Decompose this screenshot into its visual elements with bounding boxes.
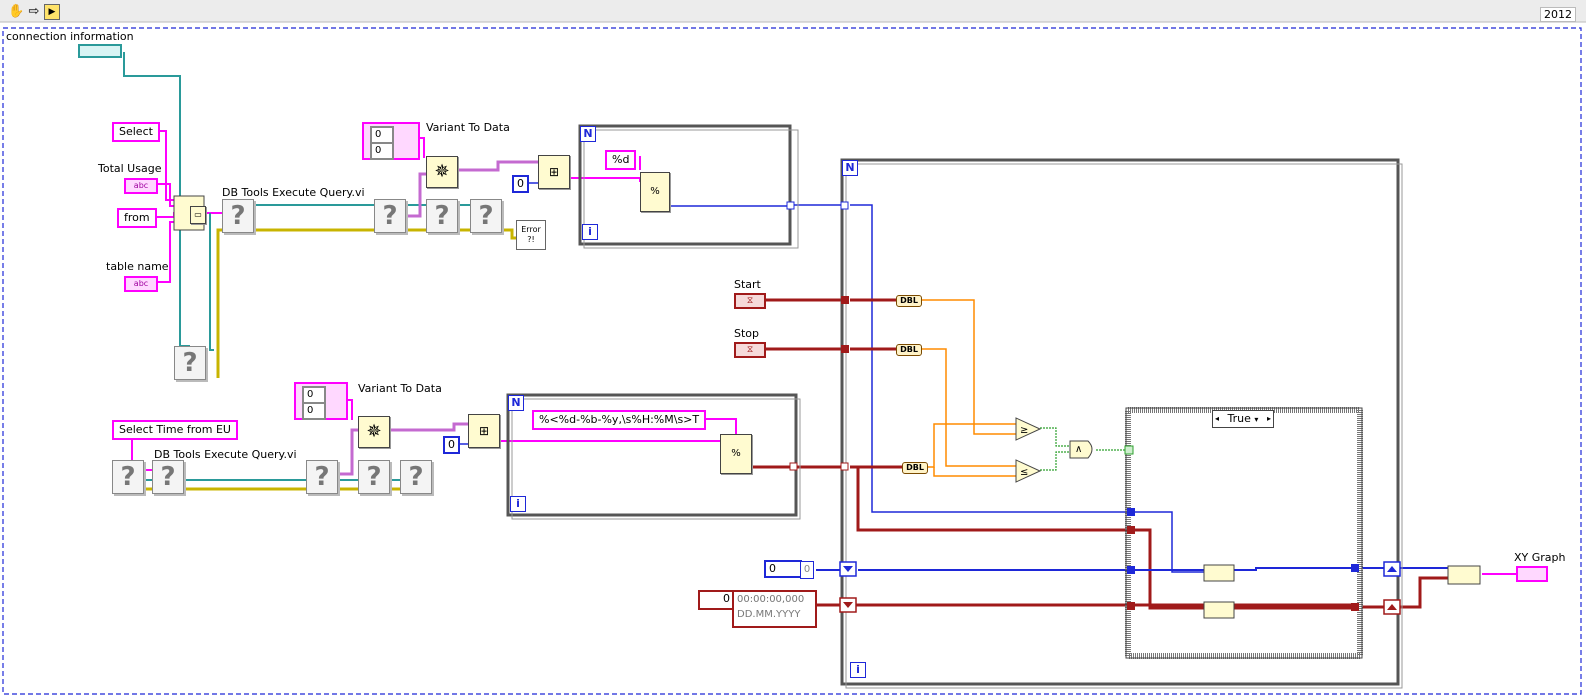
from-constant[interactable]: from [117,208,157,228]
to-dbl-stop[interactable]: DBL [896,344,922,356]
case-selector-prev-icon[interactable]: ◂ [1215,414,1220,423]
variant-to-data-node-bottom[interactable]: ✵ [358,416,390,448]
run-icon[interactable]: ▶ [44,4,60,20]
svg-text:≤: ≤ [1020,467,1028,478]
case-selector-next-icon[interactable]: ▸ [1266,414,1271,423]
db-tools-open-connection-subvi[interactable]: ? [174,346,206,380]
comparison-nodes: ≥ ≤ [1015,417,1093,483]
error-handler-subvi[interactable]: Error ?! [516,220,546,250]
index-array-node-bottom[interactable]: ⊞ [468,414,500,448]
connection-information-label: connection information [6,30,134,43]
arrow-right-icon[interactable]: ⇨ [28,4,40,19]
table-name-label: table name [106,260,169,273]
table-name-terminal[interactable]: abc [124,276,158,292]
index-zero-constant-top[interactable]: 0 [512,175,529,193]
time-value: 00:00:00,000 [737,594,805,605]
loop-iteration-top: i [582,224,598,240]
db-tools-open-connection-subvi-bottom[interactable]: ? [112,460,144,494]
int-indicator: 0 [800,561,814,579]
loop-count-top: N [580,126,596,142]
loop-iteration-main: i [850,662,866,678]
case-selector-dropdown-icon[interactable]: ▾ [1254,415,1259,424]
array-constant-bottom[interactable]: 0 0 [294,382,348,420]
connection-information-terminal[interactable] [78,44,122,58]
for-loop-top [578,124,792,246]
timestamp-init-constant[interactable]: 0 [698,590,734,610]
scan-from-string-node[interactable]: % [640,172,670,212]
for-loop-bottom [506,393,798,517]
and-node-symbol[interactable]: ∧ [1075,444,1083,455]
to-dbl-start[interactable]: DBL [896,295,922,307]
db-tools-close-subvi-top[interactable]: ? [470,199,502,233]
loop-count-main: N [842,160,858,176]
db-tools-free-subvi-bottom[interactable]: ? [358,460,390,494]
svg-text:≥: ≥ [1020,425,1028,436]
start-terminal[interactable]: ⧖ [734,293,766,309]
db-tools-execute-query-label-1: DB Tools Execute Query.vi [222,186,365,199]
db-tools-free-subvi-top[interactable]: ? [426,199,458,233]
tunnels [786,201,1359,611]
xy-graph-terminal[interactable] [1516,566,1548,582]
diagram-boundary [2,27,1582,695]
variant-to-data-label-2: Variant To Data [358,382,442,395]
format-d-constant[interactable]: %d [605,150,637,170]
case-selector-value: True [1227,412,1251,425]
total-usage-label: Total Usage [98,162,162,175]
select-constant[interactable]: Select [112,122,160,142]
case-selector[interactable]: ◂ True ▾ ▸ [1212,410,1274,428]
db-tools-execute-query-label-2: DB Tools Execute Query.vi [154,448,297,461]
stop-terminal[interactable]: ⧖ [734,342,766,358]
concatenate-strings-output[interactable]: ▭ [190,206,206,224]
db-tools-close-subvi-bottom[interactable]: ? [400,460,432,494]
stop-label: Stop [734,327,760,340]
array-constant-top[interactable]: 0 0 [362,122,420,160]
year-badge: 2012 [1540,7,1576,22]
time-format-constant[interactable]: %<%d-%b-%y,\s%H:%M\s>T [532,410,707,430]
variant-to-data-node-top[interactable]: ✵ [426,156,458,188]
timestamp-value-display: 00:00:00,000 DD.MM.YYYY [732,590,817,628]
total-usage-terminal[interactable]: abc [124,178,158,194]
index-array-node-top[interactable]: ⊞ [538,155,570,189]
db-tools-fetch-subvi-top[interactable]: ? [374,199,406,233]
scan-time-from-string-node[interactable]: % [720,434,752,474]
xy-graph-label: XY Graph [1514,551,1566,564]
loop-iteration-bottom: i [510,496,526,512]
case-structure [1125,407,1363,659]
timestamp-wires [736,298,1450,610]
db-tools-execute-query-subvi-bottom[interactable]: ? [152,460,184,494]
start-label: Start [734,278,761,291]
variant-to-data-label-1: Variant To Data [426,121,510,134]
for-loop-main [840,158,1400,686]
date-value: DD.MM.YYYY [737,609,801,620]
hand-icon[interactable]: ✋ [8,4,25,19]
select-time-from-eu-constant[interactable]: Select Time from EU [112,420,238,440]
db-tools-execute-query-subvi-top[interactable]: ? [222,199,254,233]
to-dbl-time[interactable]: DBL [902,462,928,474]
index-zero-constant-bottom[interactable]: 0 [443,436,460,454]
toolbar-bar [0,0,1586,22]
shift-register-init-int[interactable]: 0 [764,560,802,578]
db-tools-fetch-subvi-bottom[interactable]: ? [306,460,338,494]
shift-registers [839,561,1401,615]
loop-count-bottom: N [508,395,524,411]
